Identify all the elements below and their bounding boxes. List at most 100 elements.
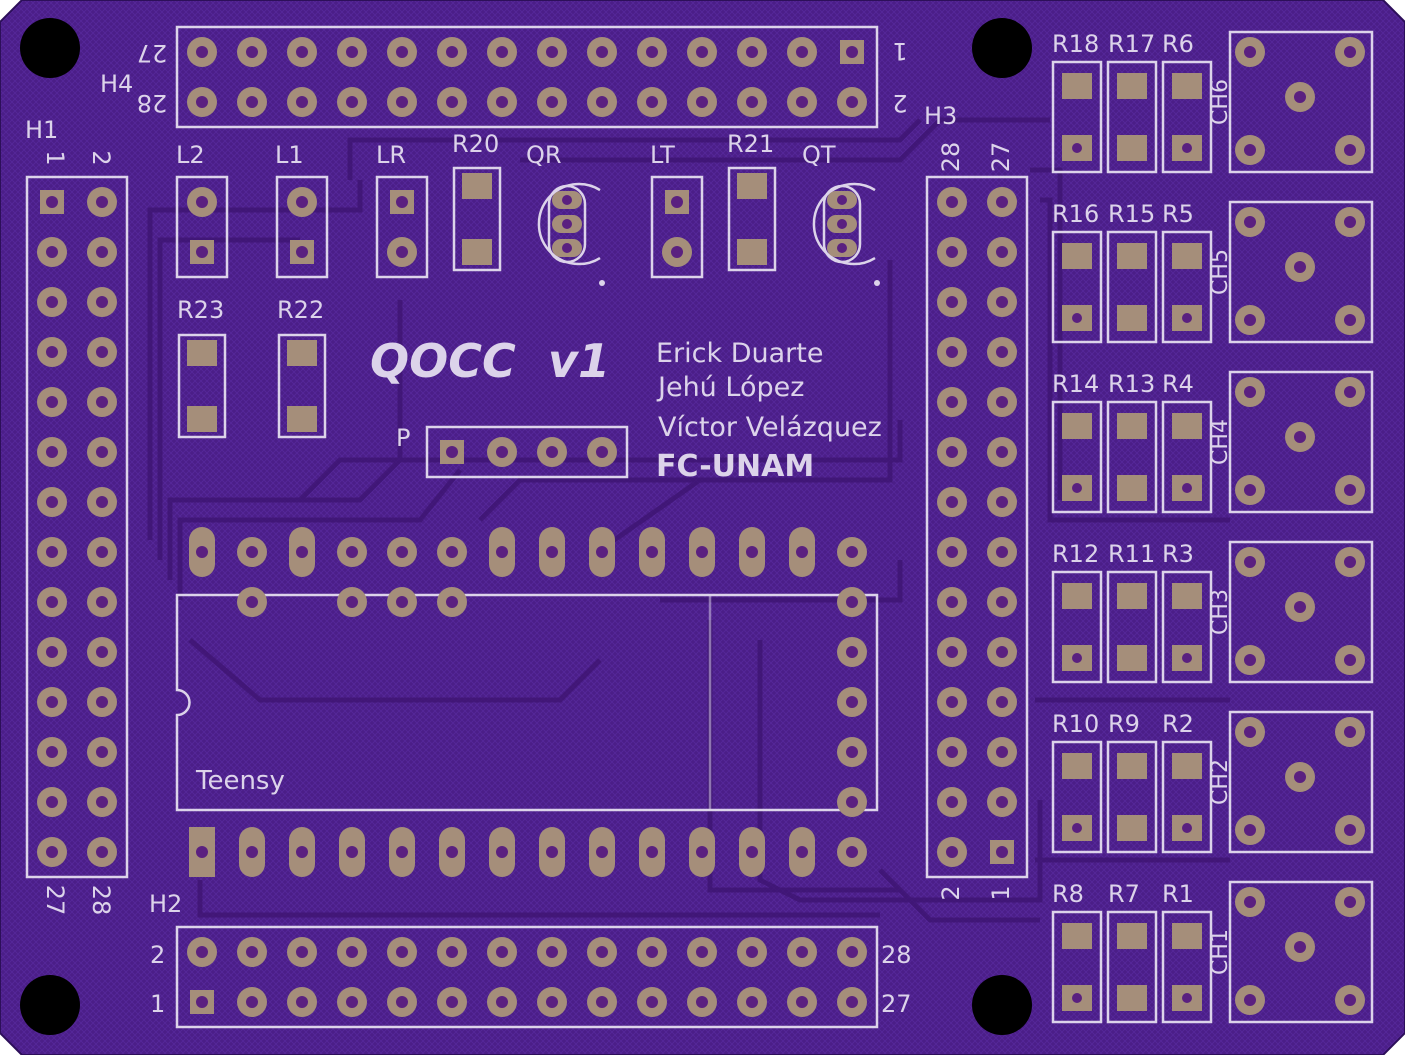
ch2-r-a: R10 xyxy=(1052,710,1099,738)
h1-pad-drill xyxy=(96,646,108,658)
h4-label: H4 xyxy=(100,70,133,98)
h2-outline xyxy=(175,925,879,1029)
ch-connector-pad-drill xyxy=(1244,896,1256,908)
h1-pad-drill xyxy=(96,446,108,458)
h3-pad-drill xyxy=(996,346,1008,358)
ch-connector-pad-drill xyxy=(1244,654,1256,666)
h2-pad-drill xyxy=(646,996,658,1008)
label-r23: R23 xyxy=(177,296,224,324)
ch-connector-pad-drill xyxy=(1344,386,1356,398)
ch-connector-pad-drill xyxy=(1244,484,1256,496)
channel-labels: R18 R17 R6 CH6 R16 R15 R5 CH5 R14 R13 R4… xyxy=(1052,30,1233,975)
h4-pad-drill xyxy=(546,96,558,108)
p-header-pad-drill xyxy=(596,446,608,458)
teensy-side-pin-drill xyxy=(846,596,858,608)
ch-res-outline xyxy=(1106,60,1158,174)
h2-label: H2 xyxy=(149,890,182,918)
h3-pad-drill xyxy=(996,846,1008,858)
res-r23-pad xyxy=(187,406,217,432)
h4-pad-drill xyxy=(196,46,208,58)
h1-pad-drill xyxy=(46,846,58,858)
ch-res-outline xyxy=(1051,740,1103,854)
h1-pad-drill xyxy=(46,196,58,208)
ch-connector-pad-drill xyxy=(1244,994,1256,1006)
teensy-pin-drill xyxy=(646,546,658,558)
ch-connector-pad-drill xyxy=(1344,824,1356,836)
res-r23-outline xyxy=(177,333,227,439)
res-r21-outline xyxy=(727,166,777,272)
h1-pad-drill xyxy=(46,546,58,558)
ch-connector-pad-drill xyxy=(1244,824,1256,836)
ch2-r-b: R9 xyxy=(1108,710,1140,738)
h4-pad-drill xyxy=(346,96,358,108)
ch-connector-pad-drill xyxy=(1344,484,1356,496)
h2-pad-drill xyxy=(746,996,758,1008)
led-l1-pad-drill xyxy=(296,196,308,208)
ch-res-via xyxy=(1182,653,1192,663)
h1-pad-drill xyxy=(96,546,108,558)
h3-pad-drill xyxy=(946,396,958,408)
h3-pad-drill xyxy=(946,546,958,558)
teensy-pin-drill xyxy=(496,546,508,558)
res-r22-pad xyxy=(287,406,317,432)
h3-pin-2: 2 xyxy=(937,885,965,900)
h1-pad-drill xyxy=(46,596,58,608)
label-qr: QR xyxy=(526,141,562,169)
h3-outline xyxy=(925,175,1029,879)
mount-hole xyxy=(20,18,80,78)
ch-res-pad xyxy=(1117,985,1147,1011)
ch5-r-a: R16 xyxy=(1052,200,1099,228)
ch-res-via xyxy=(1072,143,1082,153)
teensy-pin-drill xyxy=(496,846,508,858)
h4-pad-drill xyxy=(446,46,458,58)
ch4-label: CH4 xyxy=(1208,419,1233,465)
h1-pad-drill xyxy=(96,846,108,858)
h1-pin-1: 1 xyxy=(41,150,69,165)
teensy-pin-drill xyxy=(546,846,558,858)
h3-pad-drill xyxy=(996,496,1008,508)
h4-pad-drill xyxy=(546,46,558,58)
teensy-pin-drill xyxy=(696,546,708,558)
ch-res-via xyxy=(1072,823,1082,833)
ch-res-pad xyxy=(1172,923,1202,949)
h4-pad-drill xyxy=(496,46,508,58)
h4-pad-drill xyxy=(796,96,808,108)
ch-res-pad xyxy=(1062,753,1092,779)
teensy-pin-drill xyxy=(596,546,608,558)
ch6-r-b: R17 xyxy=(1108,30,1155,58)
teensy-pin-drill xyxy=(196,846,208,858)
h2-pad-drill xyxy=(546,996,558,1008)
ch-connector-pad-drill xyxy=(1294,261,1306,273)
h4-pad-drill xyxy=(596,46,608,58)
h3-pin-27: 27 xyxy=(987,142,1015,173)
ch-res-outline xyxy=(1106,740,1158,854)
ch-res-via xyxy=(1072,483,1082,493)
ch-connector-pad-drill xyxy=(1244,216,1256,228)
author-2: Jehú López xyxy=(656,372,804,403)
ch-connector-outline xyxy=(1228,710,1374,854)
h2-pad-drill xyxy=(646,946,658,958)
h1-pad-drill xyxy=(46,796,58,808)
ch-connector-pad-drill xyxy=(1344,556,1356,568)
ch5-r-b: R15 xyxy=(1108,200,1155,228)
h1-pad-drill xyxy=(46,346,58,358)
h3-pad-drill xyxy=(946,296,958,308)
h2-pad-drill xyxy=(846,946,858,958)
label-r22: R22 xyxy=(277,296,324,324)
ch4-r-a: R14 xyxy=(1052,370,1099,398)
ch-res-pad xyxy=(1117,413,1147,439)
h3-pad-drill xyxy=(946,446,958,458)
teensy-pin-drill xyxy=(396,546,408,558)
ch-res-outline xyxy=(1051,230,1103,344)
ch-connector-pad-drill xyxy=(1344,216,1356,228)
h2-pad-drill xyxy=(346,946,358,958)
ch2-r-c: R2 xyxy=(1162,710,1194,738)
h2-pad-drill xyxy=(496,946,508,958)
h2-pin-1: 1 xyxy=(150,990,165,1018)
ch-res-outline xyxy=(1161,740,1213,854)
teensy-pin-drill xyxy=(696,846,708,858)
ch-res-outline xyxy=(1051,570,1103,684)
ch-connector-outline xyxy=(1228,30,1374,174)
ch-res-pad xyxy=(1117,243,1147,269)
author-3: Víctor Velázquez xyxy=(658,412,882,443)
